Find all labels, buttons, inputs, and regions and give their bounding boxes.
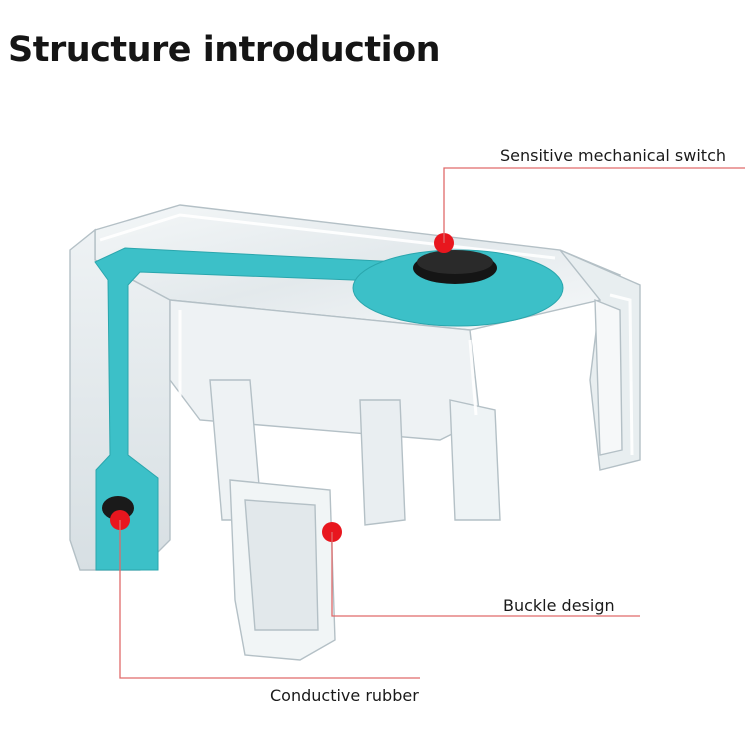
switch-disc — [352, 249, 564, 327]
teal-flex-strip — [94, 247, 564, 571]
leader-switch — [443, 167, 745, 243]
label-conductive-rubber: Conductive rubber — [270, 686, 419, 705]
leader-rubber — [119, 520, 420, 679]
switch-button — [413, 250, 497, 284]
label-sensitive-mechanical-switch: Sensitive mechanical switch — [500, 146, 727, 165]
leader-lines — [119, 167, 745, 679]
leader-buckle — [331, 532, 640, 617]
body-highlights — [99, 213, 634, 530]
page-title: Structure introduction — [8, 30, 441, 70]
label-buckle-design: Buckle design — [503, 596, 615, 615]
